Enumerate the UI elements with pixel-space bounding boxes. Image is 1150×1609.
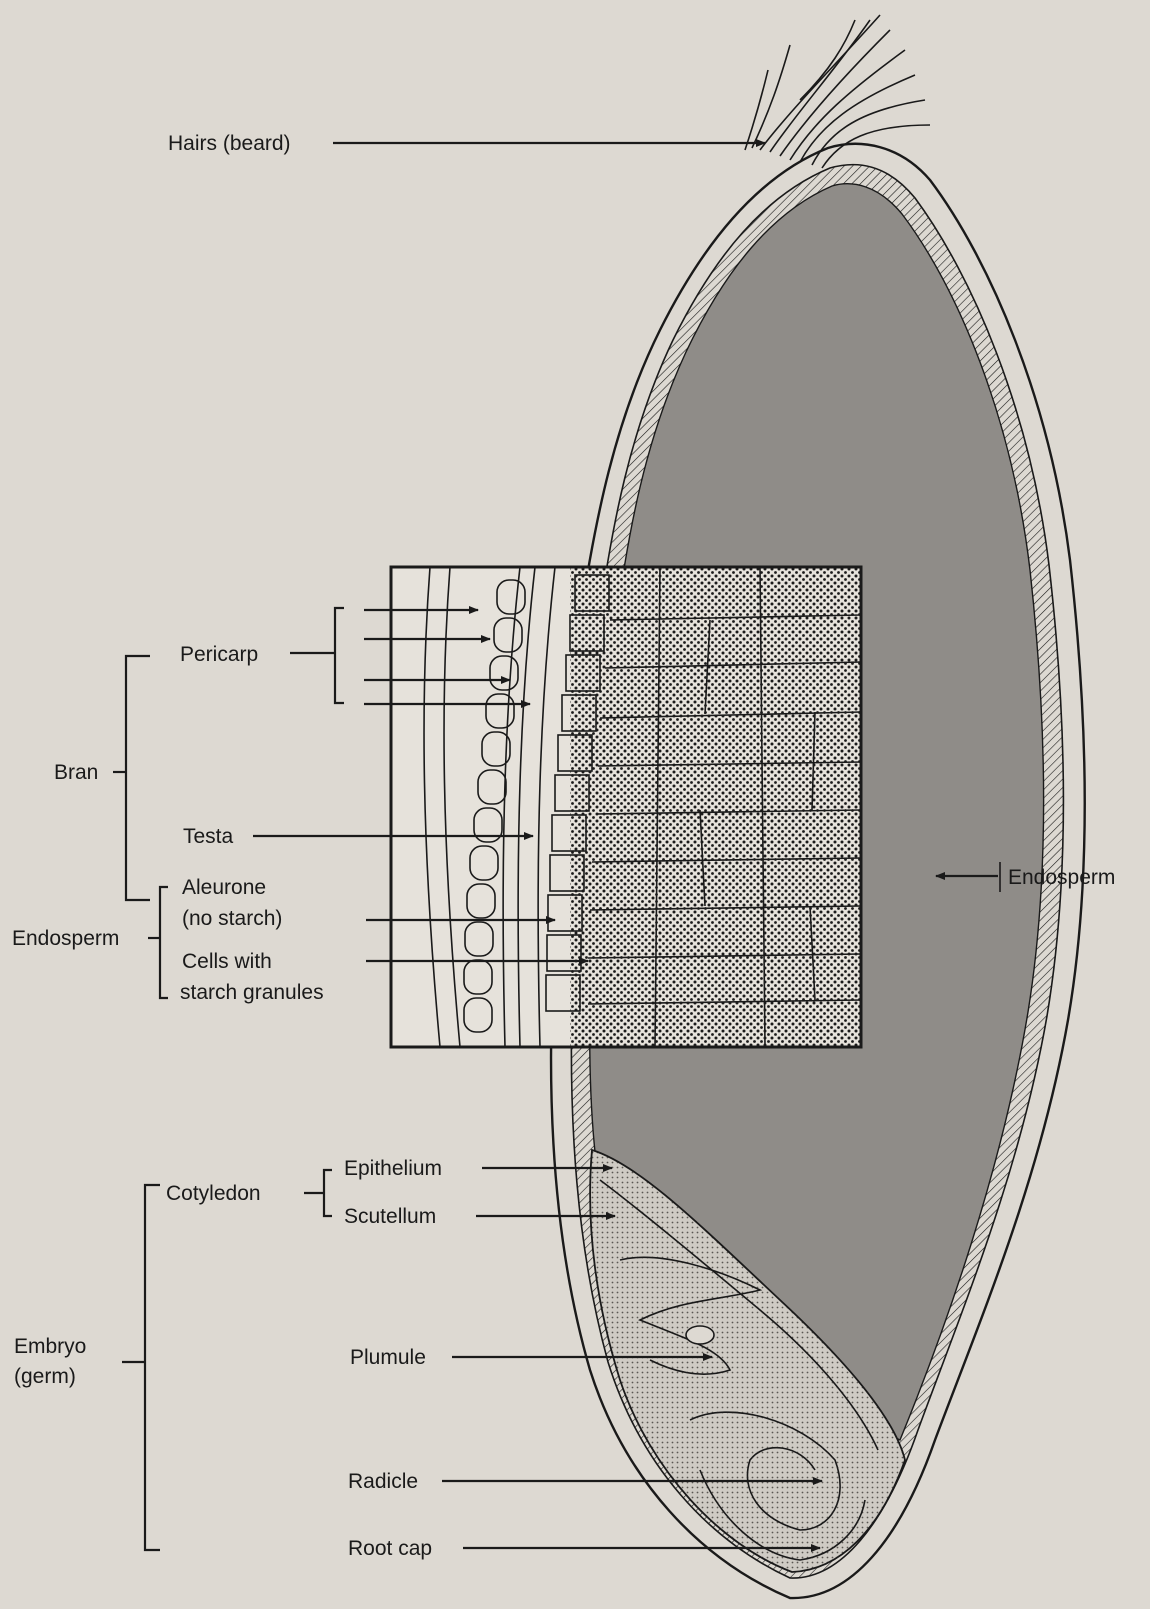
label-aleurone-note: (no starch) [182, 907, 282, 930]
label-bran: Bran [54, 761, 98, 784]
plumule-bud [686, 1326, 714, 1344]
label-radicle: Radicle [348, 1470, 418, 1493]
label-endosperm-right: Endosperm [1008, 866, 1115, 889]
label-cotyledon: Cotyledon [166, 1182, 261, 1205]
label-cells-with: Cells with [182, 950, 272, 973]
label-testa: Testa [183, 825, 234, 848]
label-aleurone: Aleurone [182, 876, 266, 899]
label-plumule: Plumule [350, 1346, 426, 1369]
label-germ: (germ) [14, 1365, 76, 1388]
label-root-cap: Root cap [348, 1537, 432, 1560]
label-pericarp: Pericarp [180, 643, 258, 666]
label-starch-granules: starch granules [180, 981, 324, 1004]
label-scutellum: Scutellum [344, 1205, 436, 1228]
label-epithelium: Epithelium [344, 1157, 442, 1180]
label-hairs: Hairs (beard) [168, 132, 291, 155]
label-embryo: Embryo [14, 1335, 86, 1358]
label-endosperm-left: Endosperm [12, 927, 119, 950]
